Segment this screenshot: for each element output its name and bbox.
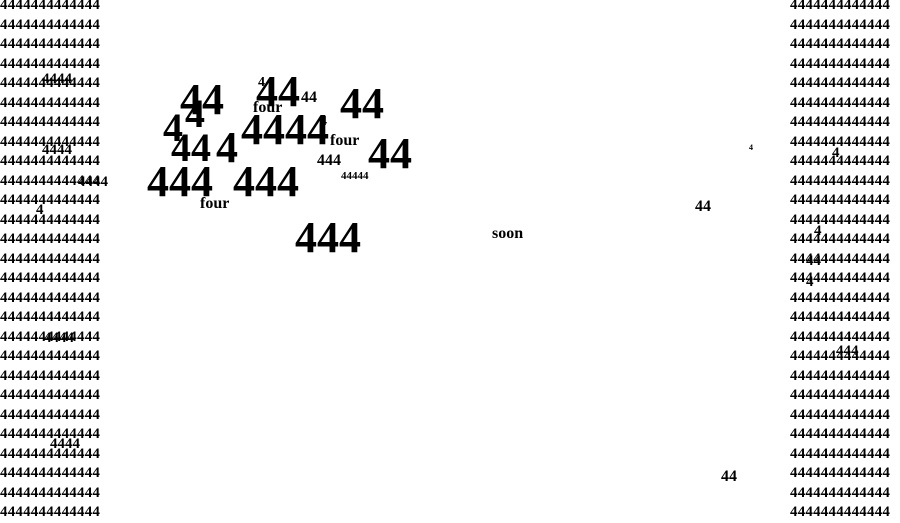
left-overlay-4: 4: [36, 202, 44, 218]
left-column-row: 4444444444444: [0, 16, 101, 33]
right-column-row: 4444444444444: [790, 153, 891, 169]
cluster-4444: 4444: [241, 105, 329, 154]
right-column-row: 4444444444444: [790, 484, 891, 501]
right-column-row: 4444444444444: [790, 36, 891, 52]
left-column-row: 4444444444444: [0, 231, 101, 247]
right-column-row: 4444444444444: [790, 231, 891, 247]
center-444: 444: [295, 213, 361, 262]
left-column-row: 4444444444444: [0, 348, 101, 364]
right-column-row: 4444444444444: [790, 387, 891, 403]
right-column-row: 4444444444444: [790, 426, 891, 442]
cluster-4-c: 4: [216, 123, 238, 172]
right-column-row: 4444444444444: [790, 367, 891, 384]
right-overlay-5: 4: [806, 274, 814, 290]
left-column-row: 4444444444444: [0, 504, 101, 520]
right-column-row: 4444444444444: [790, 114, 891, 130]
left-column-row: 4444444444444: [0, 172, 101, 189]
right-column-row: 4444444444444: [790, 504, 891, 520]
right-column-row: 4444444444444: [790, 192, 891, 208]
right-column-row: 4444444444444: [790, 0, 891, 13]
cluster-44-d: 44: [368, 129, 412, 178]
right-column-row: 4444444444444: [790, 465, 891, 481]
cluster-44-e: 44: [171, 125, 211, 170]
right-overlay-4: 44: [806, 253, 821, 269]
left-column-row: 4444444444444: [0, 114, 101, 130]
right-column-row: 4444444444444: [790, 270, 891, 286]
left-column-row: 4444444444444: [0, 94, 101, 111]
cluster-small-44-a: 44: [301, 89, 317, 106]
cluster-4-b: 4: [163, 105, 183, 150]
cluster-44-b: 44: [256, 67, 300, 116]
left-overlay-6: 4444: [50, 436, 80, 452]
cluster-four-c: four: [200, 195, 230, 212]
left-column-row: 4444444444444: [0, 289, 101, 306]
left-overlay-3: 4444: [78, 174, 108, 190]
right-overlay-6: 444: [836, 343, 859, 359]
cluster-four-a: four: [253, 99, 283, 116]
right-overlay-2: 4: [832, 145, 840, 161]
cluster-four-b: four: [330, 132, 360, 149]
cluster-44-c: 44: [340, 79, 384, 128]
cluster-small-4-a: 4: [258, 75, 265, 90]
right-column-row: 4444444444444: [790, 75, 891, 91]
left-column-row: 4444444444444: [0, 387, 101, 403]
right-column-row: 4444444444444: [790, 309, 891, 325]
left-column-row: 4444444444444: [0, 328, 101, 345]
left-overlay-1: 4444: [42, 71, 72, 87]
right-column-row: 4444444444444: [790, 289, 891, 306]
cluster-444-b: 444: [233, 157, 299, 206]
left-column-row: 4444444444444: [0, 465, 101, 481]
left-column-row: 4444444444444: [0, 133, 101, 150]
left-column-row: 4444444444444: [0, 367, 101, 384]
right-column-row: 4444444444444: [790, 172, 891, 189]
right-column-row: 4444444444444: [790, 250, 891, 267]
left-column-row: 4444444444444: [0, 153, 101, 169]
left-overlay-2: 4444: [42, 142, 72, 158]
right-44-upper: 44: [695, 198, 711, 215]
left-column-row: 4444444444444: [0, 309, 101, 325]
right-column-row: 4444444444444: [790, 94, 891, 111]
cluster-4-a: 4: [185, 91, 205, 136]
right-column-row: 4444444444444: [790, 406, 891, 423]
right-overlay-1: 4: [749, 143, 753, 152]
right-column-row: 4444444444444: [790, 133, 891, 150]
left-overlay-5: 4444: [44, 330, 74, 346]
left-column-row: 4444444444444: [0, 250, 101, 267]
left-column-row: 4444444444444: [0, 406, 101, 423]
right-column-row: 4444444444444: [790, 348, 891, 364]
left-column-row: 4444444444444: [0, 55, 101, 72]
right-overlay-3: 4: [814, 223, 822, 239]
soon-label: soon: [492, 225, 524, 242]
right-column-row: 4444444444444: [790, 445, 891, 462]
left-column-row: 4444444444444: [0, 211, 101, 228]
left-column-row: 4444444444444: [0, 0, 101, 13]
cluster-small-4-b: 4: [320, 114, 327, 129]
left-column-row: 4444444444444: [0, 445, 101, 462]
left-column-row: 4444444444444: [0, 192, 101, 208]
cluster-tiny-44444: 44444: [341, 170, 369, 182]
left-column-row: 4444444444444: [0, 36, 101, 52]
left-column-row: 4444444444444: [0, 426, 101, 442]
left-column-row: 4444444444444: [0, 270, 101, 286]
right-44-lower: 44: [721, 468, 737, 485]
left-column-row: 4444444444444: [0, 75, 101, 91]
left-column-row: 4444444444444: [0, 484, 101, 501]
right-column-row: 4444444444444: [790, 211, 891, 228]
cluster-44-a: 44: [180, 75, 224, 124]
right-column-row: 4444444444444: [790, 328, 891, 345]
cluster-444-a: 444: [147, 157, 213, 206]
cluster-small-444: 444: [317, 152, 341, 169]
right-column-row: 4444444444444: [790, 55, 891, 72]
right-column-row: 4444444444444: [790, 16, 891, 33]
